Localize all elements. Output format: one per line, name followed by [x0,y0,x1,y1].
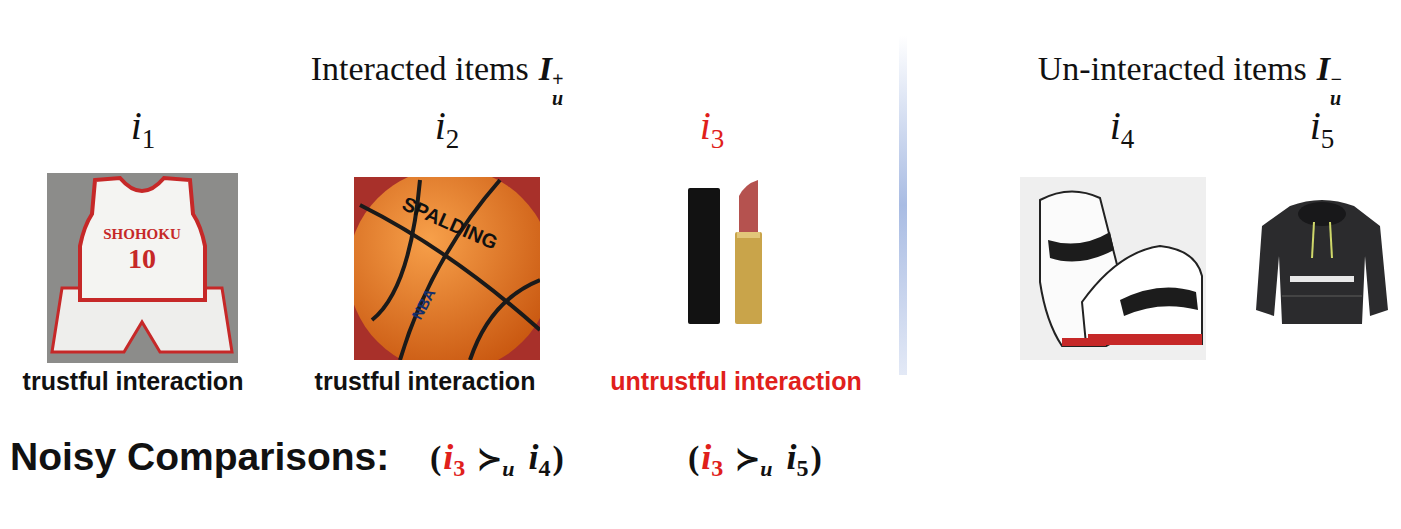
math-script: − [1330,70,1342,89]
item-label: i1 [131,104,156,148]
group-heading: Interacted itemsI+u [311,50,564,102]
comparison-text: 3 [711,455,723,481]
row-heading: Noisy Comparisons: [10,436,389,479]
item-label: i3 [700,104,725,148]
hoodie-picture-part [1290,276,1354,282]
math-script: u [1330,89,1342,108]
comparison-text: ( [688,439,699,476]
sneakers-picture-part [1062,338,1106,346]
sneakers-picture [1020,177,1206,360]
comparison-text: 5 [797,455,809,481]
item-label-text: 1 [142,125,156,155]
ball-print: SPALDING [399,192,501,254]
interaction-caption: trustful interaction [23,368,244,396]
lipstick-picture-part [688,188,720,324]
lipstick-picture-part [735,232,762,324]
item-label-text: i [700,104,711,148]
item-label-text: 5 [1321,125,1335,155]
sneakers-picture-part [1082,246,1202,344]
jersey-print-text: SHOHOKU [103,226,181,243]
comparison-text: i [701,438,711,478]
ball-print: NBA [409,286,439,322]
jersey-number-text: 10 [128,244,156,275]
interaction-caption: trustful interaction [315,368,536,396]
math-script: u [552,89,563,108]
script-stack: +u [552,70,563,108]
group-heading-text: Un-interacted items [1038,50,1307,87]
comparison: (i3≻ui5) [688,438,822,478]
jersey-picture-part [80,178,205,300]
comparison-text: i [529,438,539,478]
hoodie-picture-part [1298,202,1346,226]
group-heading-text: I [539,50,552,87]
separator-bar-part [899,35,907,375]
ball-print-text: NBA [409,286,439,322]
basketball-picture [348,168,552,372]
jersey-print: SHOHOKU [103,226,181,243]
sneakers-picture-part [1020,177,1206,360]
interaction-caption-text: untrustful interaction [610,368,861,396]
separator-bar [899,35,907,375]
script-stack: −u [1330,70,1342,108]
group-heading: Un-interacted itemsI−u [1038,50,1342,102]
sneakers-picture-part [1120,288,1198,317]
lipstick-picture-part [737,232,760,238]
jersey-picture-part [47,173,238,363]
group-heading-text: Interacted items [311,50,529,87]
comparison-text: 3 [453,455,465,481]
item-label-text: i [1310,104,1321,148]
sneakers-picture-part [1048,232,1114,262]
hoodie-picture [1256,200,1388,324]
lipstick-picture [688,180,762,324]
hoodie-picture-part [1256,200,1388,324]
interaction-caption: untrustful interaction [610,368,861,396]
item-label-text: 2 [446,125,460,155]
comparison-text: i [443,438,453,478]
interaction-caption-text: trustful interaction [315,368,536,396]
comparison-text: ) [553,439,564,476]
comparison-text: u [760,457,772,481]
jersey-number: 10 [128,244,156,275]
item-label-text: i [131,104,142,148]
jersey-picture [47,173,238,363]
lipstick-picture-part [739,180,758,232]
math-script: + [552,70,563,89]
item-label-text: 3 [711,125,725,155]
basketball-picture-part [354,177,540,360]
item-label-text: i [435,104,446,148]
comparison-text: ≻ [735,442,760,475]
comparison-text: ) [811,439,822,476]
interaction-caption-text: trustful interaction [23,368,244,396]
comparison-text: i [787,438,797,478]
comparison-text: 4 [539,455,551,481]
ball-print-text: SPALDING [399,192,501,254]
comparison: (i3≻ui4) [430,438,564,478]
item-label-text: 4 [1121,125,1135,155]
hoodie-picture-part [1330,222,1332,258]
row-heading-text: Noisy Comparisons: [10,436,389,479]
group-heading-text: I [1317,50,1330,87]
comparison-text: ( [430,439,441,476]
item-label: i4 [1110,104,1135,148]
comparison-text: ≻ [477,442,502,475]
hoodie-picture-part [1282,295,1362,297]
comparison-text: u [502,457,514,481]
item-label: i2 [435,104,460,148]
item-label-text: i [1110,104,1121,148]
basketball-picture-part-part [354,177,540,360]
hoodie-picture-part [1312,222,1314,258]
basketball-picture-part-part [470,280,540,360]
item-label: i5 [1310,104,1335,148]
